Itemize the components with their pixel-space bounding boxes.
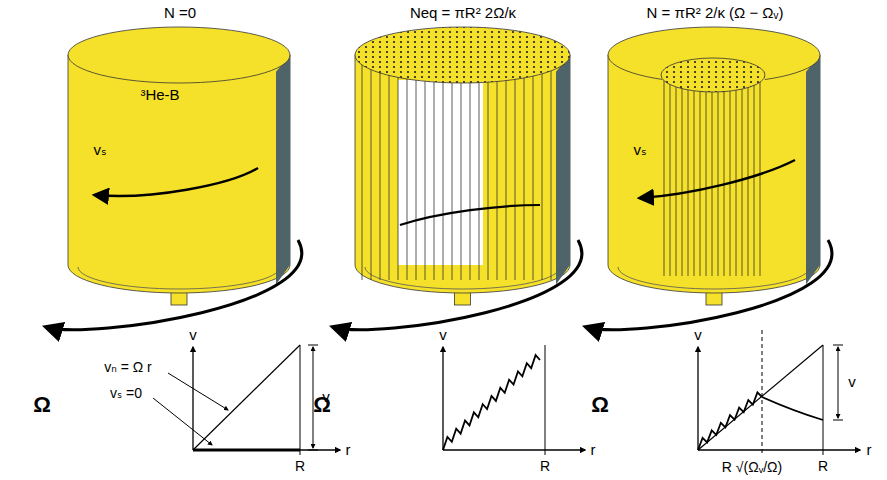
container-region: Neq = πR² 2Ω/κ [330, 0, 600, 310]
radius-label: R [540, 459, 550, 474]
axis-label: v [189, 327, 197, 344]
velocity-graph [443, 345, 585, 455]
count-formula: Neq = πR² 2Ω/κ [410, 5, 516, 22]
cluster-radius-label: R √(Ωᵥ/Ω) [722, 460, 782, 475]
axis-label: r [346, 442, 351, 459]
curve-label: vₙ = Ω r [104, 360, 152, 375]
container-empty [46, 27, 302, 330]
difference-label: v [322, 389, 330, 406]
count-formula: N =0 [164, 5, 196, 22]
axis-label: r [591, 442, 596, 459]
container-region: N = πR² 2/κ (Ω − Ωᵥ) vₛ [600, 0, 880, 310]
axis-label: r [867, 442, 872, 459]
drawing [46, 27, 860, 455]
radius-label: R [295, 459, 305, 474]
axis-label: v [694, 327, 702, 344]
rotation-arrow [46, 240, 302, 330]
velocity-graph [153, 345, 340, 455]
container-cluster [586, 27, 832, 330]
velocity-graph [698, 330, 860, 455]
flow-label: vₛ [633, 142, 646, 159]
radius-label: R [818, 459, 828, 474]
rotation-label: Ω [591, 393, 609, 417]
curve-label: vₛ =0 [110, 386, 142, 401]
difference-label: v [848, 374, 856, 391]
substance-label: ³He-B [140, 87, 179, 104]
axis-label: v [439, 327, 447, 344]
flow-label: vₛ [93, 142, 106, 159]
count-formula: N = πR² 2/κ (Ω − Ωᵥ) [647, 5, 784, 22]
rotation-label: Ω [33, 393, 51, 417]
container-vortices [333, 27, 582, 330]
container-region: N =0 ³He-B vₛ [40, 0, 330, 310]
